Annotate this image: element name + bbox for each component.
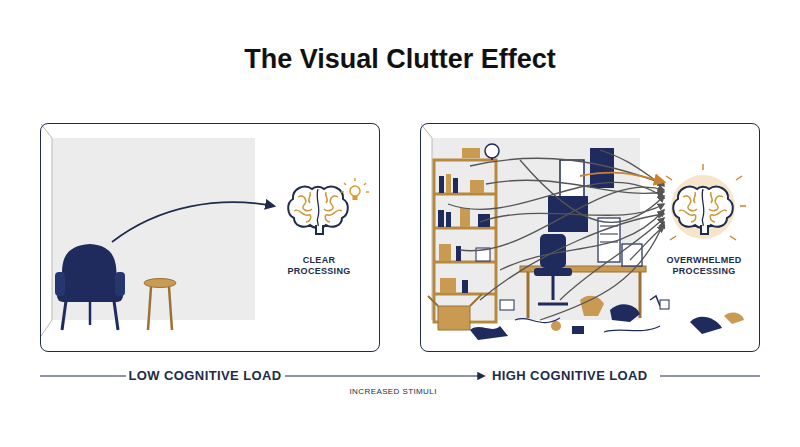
- axis-label: INCREASED STIMULI: [350, 387, 437, 396]
- lightbulb-icon: [354, 178, 355, 181]
- overload-halo: [666, 164, 746, 240]
- lightbulb-icon: [341, 178, 369, 200]
- armchair: [114, 301, 118, 330]
- overload-arrows: [480, 214, 664, 300]
- diagram-title: The Visual Clutter Effect: [0, 44, 800, 75]
- lightbulb-icon: [366, 191, 369, 192]
- floor-clutter: [610, 304, 640, 322]
- stimuli-axis: [660, 375, 760, 376]
- side-table: [144, 279, 176, 288]
- floor-clutter: [604, 326, 660, 332]
- panel-caption: OVERWHELMED PROCESSING: [657, 255, 751, 277]
- brain-icon: [673, 187, 733, 234]
- overload-arrows: [486, 180, 664, 193]
- office-chair: [538, 303, 568, 306]
- wall-clutter: [462, 148, 480, 158]
- globe: [485, 144, 499, 158]
- wall-clutter: [560, 160, 584, 200]
- floor-clutter: [428, 294, 482, 306]
- brain-icon: [288, 187, 348, 234]
- office-chair: [540, 234, 566, 268]
- globe: [485, 144, 499, 160]
- floor-clutter: [650, 296, 660, 306]
- lightbulb-icon: [341, 191, 344, 192]
- overload-arrows: [600, 150, 664, 186]
- office-chair: [552, 276, 555, 300]
- scene-panel: CLEAR PROCESSING: [40, 123, 380, 352]
- bookshelf: [446, 212, 451, 227]
- floor-clutter: [724, 313, 744, 324]
- bookshelf: [456, 246, 461, 261]
- scene-panel: OVERWHELMED PROCESSING: [420, 123, 760, 352]
- bookshelf: [470, 180, 484, 193]
- bookshelf: [439, 176, 444, 193]
- floor-clutter: [470, 326, 508, 340]
- armchair: [89, 301, 92, 325]
- armchair: [55, 244, 125, 330]
- floor-clutter: [438, 306, 470, 330]
- floor-clutter: [690, 317, 722, 334]
- load-level-label: HIGH COGNITIVE LOAD: [492, 368, 648, 383]
- bookshelf: [453, 178, 458, 193]
- wall-clutter: [600, 234, 618, 235]
- highlight-arrow: [580, 173, 664, 182]
- overload-arrows: [630, 226, 664, 260]
- panel-caption: CLEAR PROCESSING: [277, 255, 361, 277]
- stimuli-axis: [40, 375, 126, 376]
- floor-clutter: [515, 318, 560, 323]
- left-room-wall: [52, 138, 255, 320]
- left-room-wall: [41, 124, 255, 336]
- side-table: [148, 287, 151, 330]
- bookshelf: [438, 210, 444, 227]
- floor-clutter: [551, 321, 561, 331]
- overload-arrows: [448, 150, 664, 320]
- floor-clutter: [428, 294, 744, 340]
- floor-clutter: [572, 326, 584, 334]
- desk: [527, 272, 530, 318]
- armchair: [62, 301, 66, 330]
- overload-halo: [666, 164, 746, 240]
- overload-arrows: [540, 222, 664, 320]
- load-level-label: LOW COGNITIVE LOAD: [129, 368, 282, 383]
- bookshelf: [462, 280, 468, 293]
- overload-arrows: [460, 187, 664, 251]
- left-room-wall: [41, 124, 52, 138]
- globe: [491, 158, 493, 160]
- right-room-wall: [432, 138, 640, 320]
- overload-arrows: [520, 160, 664, 222]
- lightbulb-icon: [364, 183, 366, 185]
- left-room-wall: [41, 320, 52, 336]
- lightbulb-icon: [353, 196, 358, 200]
- lightbulb-icon: [344, 183, 346, 185]
- right-room-wall: [432, 138, 433, 320]
- armchair: [57, 284, 123, 302]
- stimuli-axis: [285, 375, 484, 376]
- bookshelf: [446, 174, 451, 193]
- armchair: [115, 272, 125, 296]
- side-table: [144, 279, 176, 331]
- bookshelf: [439, 244, 451, 261]
- bookshelf: [460, 208, 470, 227]
- focus-arrow: [112, 202, 274, 242]
- side-table: [169, 287, 172, 330]
- lightbulb-icon: [350, 186, 360, 196]
- armchair: [55, 272, 65, 296]
- overload-halo: [671, 175, 735, 239]
- bookshelf: [440, 278, 456, 293]
- armchair: [62, 244, 117, 290]
- overload-arrows: [470, 158, 664, 184]
- right-room-wall: [421, 124, 432, 138]
- office-chair: [534, 268, 572, 276]
- floor-clutter: [660, 300, 669, 309]
- left-room-wall: [52, 138, 53, 320]
- floor-clutter: [500, 300, 514, 310]
- desk: [639, 272, 642, 318]
